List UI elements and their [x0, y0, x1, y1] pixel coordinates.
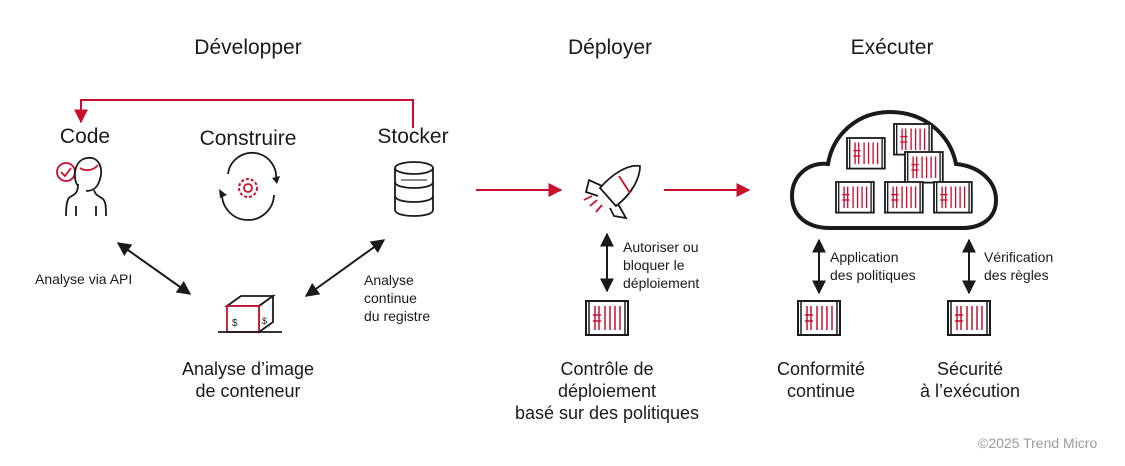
label-api-scan: Analyse via API: [35, 271, 133, 287]
phase-title-develop: Développer: [194, 36, 302, 59]
label-allow-block: Autoriser ou bloquer le déploiement: [623, 239, 700, 291]
label-registry-scan: Analyse continue du registre: [364, 272, 431, 324]
caption-runtime-security: Sécurité à l’exécution: [919, 359, 1021, 401]
cloud-icon: [789, 109, 999, 230]
phase-title-run: Exécuter: [850, 36, 934, 59]
step-build: Construire: [199, 127, 297, 150]
copyright-text: ©2025 Trend Micro: [978, 435, 1098, 451]
developer-icon: [56, 157, 107, 217]
svg-text:$: $: [262, 316, 267, 326]
phase-title-deploy: Déployer: [567, 36, 653, 59]
caption-deploy-control: Contrôle de déploiement basé sur des pol…: [514, 359, 700, 423]
database-icon: [394, 161, 434, 217]
svg-text:$: $: [232, 318, 238, 329]
registry-scan-arrow: [304, 239, 386, 297]
step-store: Stocker: [377, 125, 449, 148]
caption-compliance: Conformité continue: [776, 359, 866, 401]
label-policy-application: Application des politiques: [830, 249, 916, 283]
container-icon: [797, 300, 841, 336]
feedback-loop-arrow: [74, 99, 414, 128]
container-icon: [947, 300, 991, 336]
caption-image-scan: Analyse d’image de conteneur: [181, 359, 315, 401]
container-scan-icon: $ $: [218, 294, 282, 334]
container-icon: [585, 300, 629, 336]
label-rule-check: Vérification des règles: [984, 249, 1054, 283]
build-cycle-icon: [219, 151, 280, 221]
rocket-icon: [583, 164, 641, 220]
step-code: Code: [59, 125, 111, 148]
api-scan-arrow: [116, 242, 192, 295]
